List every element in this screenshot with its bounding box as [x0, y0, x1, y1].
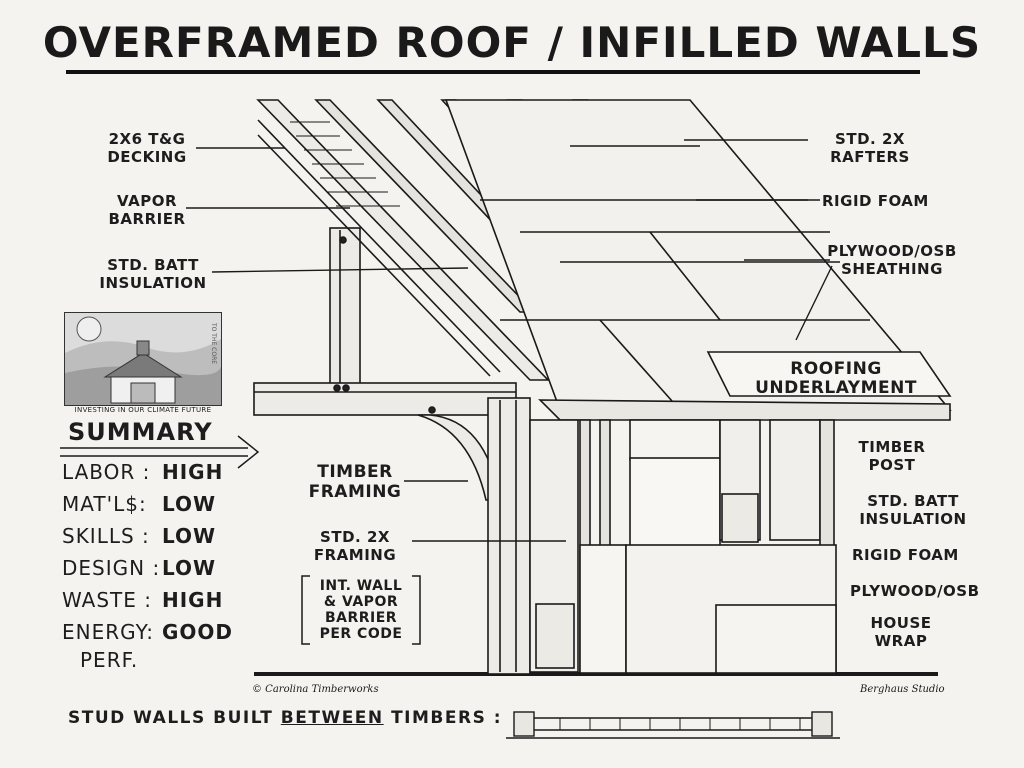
label-decking-line2: DECKING — [107, 148, 187, 166]
summary-row-design: DESIGN :LOW — [62, 556, 272, 582]
label-batt-wall-line1: STD. BATT — [867, 492, 959, 510]
label-sheathing: PLYWOOD/OSB SHEATHING — [812, 242, 972, 278]
summary-key-material: MAT'L$: — [62, 492, 147, 516]
summary-row-energy: ENERGY: GOOD — [62, 620, 272, 646]
summary-row-waste: WASTE : HIGH — [62, 588, 272, 614]
label-code-note: INT. WALL & VAPOR BARRIER PER CODE — [305, 578, 417, 642]
summary-row-material: MAT'L$: LOW — [62, 492, 272, 518]
summary-value-energy: GOOD — [162, 620, 234, 644]
studio-credit: Berghaus Studio — [860, 684, 945, 695]
label-rigid-foam-roof: RIGID FOAM — [822, 192, 929, 210]
summary-key-labor: LABOR : — [62, 460, 151, 484]
label-sheathing-line2: SHEATHING — [841, 260, 943, 278]
summary-row-labor: LABOR : HIGH — [62, 460, 272, 486]
label-batt-wall: STD. BATT INSULATION — [848, 492, 978, 528]
summary-key-energy: ENERGY: — [62, 620, 154, 644]
label-rafters-line2: RAFTERS — [830, 148, 910, 166]
label-timber-framing-line2: FRAMING — [308, 482, 402, 502]
label-timber-post-line2: POST — [868, 456, 916, 474]
summary-energy-perf: PERF. — [80, 648, 139, 672]
footer-emphasis: BETWEEN — [280, 708, 384, 728]
logo-graphic — [65, 313, 221, 405]
label-underlayment-line2: UNDERLAYMENT — [755, 378, 917, 398]
footer-prefix: STUD WALLS BUILT — [68, 708, 274, 728]
label-timber-framing-line1: TIMBER — [317, 462, 393, 482]
label-rafters-line1: STD. 2x — [835, 130, 905, 148]
label-decking: 2x6 T&G DECKING — [92, 130, 202, 166]
label-sheathing-line1: PLYWOOD/OSB — [827, 242, 957, 260]
label-rigid-foam-wall: RIGID FOAM — [852, 546, 959, 564]
summary-value-skills: LOW — [162, 524, 217, 548]
copyright-text: © Carolina Timberworks — [252, 684, 379, 695]
summary-key-design: DESIGN : — [62, 556, 161, 580]
summary-value-design: LOW — [162, 556, 217, 580]
label-house-wrap-line2: WRAP — [874, 632, 928, 650]
label-batt-roof: STD. BATT INSULATION — [88, 256, 218, 292]
label-std-framing-line2: FRAMING — [313, 546, 397, 564]
summary-value-labor: HIGH — [162, 460, 224, 484]
summary-value-material: LOW — [162, 492, 217, 516]
label-timber-post-line1: TIMBER — [858, 438, 926, 456]
label-vapor-barrier-line1: VAPOR — [117, 192, 177, 210]
label-std-framing-line1: STD. 2x — [320, 528, 390, 546]
code-note-line1: INT. WALL — [319, 578, 403, 594]
logo-tagline: INVESTING IN OUR CLIMATE FUTURE — [74, 406, 212, 414]
summary-row-skills: SKILLS : LOW — [62, 524, 272, 550]
label-underlayment: ROOFING UNDERLAYMENT — [736, 360, 936, 398]
label-timber-post: TIMBER POST — [840, 438, 944, 474]
code-note-brackets — [301, 575, 421, 645]
code-note-line2: & VAPOR — [323, 594, 399, 610]
summary-key-waste: WASTE : — [62, 588, 153, 612]
label-plywood-wall: PLYWOOD/OSB — [850, 582, 980, 600]
label-house-wrap-line1: HOUSE — [870, 614, 932, 632]
footer-suffix: TIMBERS : — [391, 708, 503, 728]
label-rafters: STD. 2x RAFTERS — [810, 130, 930, 166]
summary-key-skills: SKILLS : — [62, 524, 150, 548]
label-std-framing: STD. 2x FRAMING — [300, 528, 410, 564]
label-decking-line1: 2x6 T&G — [108, 130, 186, 148]
label-batt-roof-line1: STD. BATT — [107, 256, 199, 274]
footer-caption: STUD WALLS BUILT BETWEEN TIMBERS : — [68, 708, 502, 728]
code-note-line4: PER CODE — [319, 626, 403, 642]
label-vapor-barrier-line2: BARRIER — [108, 210, 186, 228]
label-vapor-barrier: VAPOR BARRIER — [92, 192, 202, 228]
label-batt-roof-line2: INSULATION — [99, 274, 207, 292]
page-title: OVERFRAMED ROOF / INFILLED WALLS — [42, 18, 982, 67]
summary-title: SUMMARY — [68, 418, 213, 446]
logo: TO THE CORE — [64, 312, 222, 406]
label-timber-framing: TIMBER FRAMING — [300, 462, 410, 502]
summary-value-waste: HIGH — [162, 588, 224, 612]
label-batt-wall-line2: INSULATION — [859, 510, 967, 528]
label-house-wrap: HOUSE WRAP — [856, 614, 946, 650]
logo-side-text: TO THE CORE — [210, 323, 217, 365]
label-underlayment-line1: ROOFING — [790, 359, 882, 379]
code-note-line3: BARRIER — [324, 610, 398, 626]
